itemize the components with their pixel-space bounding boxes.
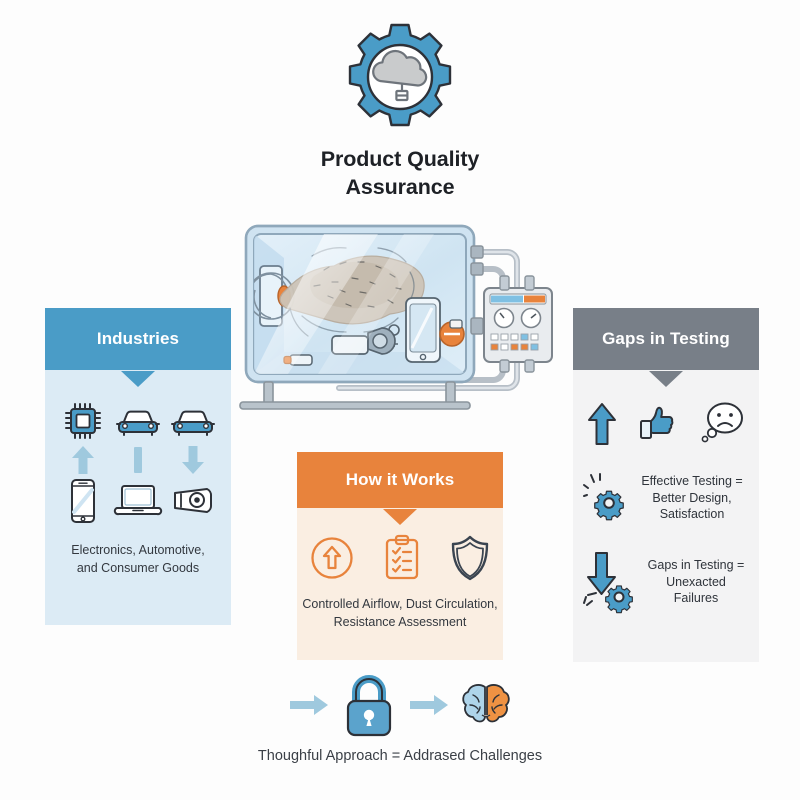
- industries-caption-line1: Electronics, Automotive,: [71, 543, 205, 557]
- panel-how-it-works-title: How it Works: [345, 470, 455, 489]
- gaps-effective-text: Effective Testing = Better Design, Satis…: [635, 473, 749, 524]
- panel-industries-title: Industries: [96, 329, 180, 348]
- panel-how-it-works[interactable]: How it Works: [297, 452, 503, 660]
- industries-caption-line2: and Consumer Goods: [76, 560, 200, 575]
- panel-industries-body: Electronics, Automotive, and Consumer Go…: [45, 370, 231, 625]
- gaps-failures-line2: Unexacted: [666, 574, 726, 589]
- footer-flow: Thoughful Approach = Addrased Challenges: [0, 672, 800, 764]
- header-block: Product Quality Assurance: [0, 22, 800, 201]
- how-it-works-caption-line2: Resistance Assessment: [333, 614, 467, 629]
- panel-notch: [121, 371, 155, 387]
- arrow-up-icon: [587, 401, 617, 447]
- brain-icon: [460, 681, 512, 729]
- panel-industries-header: Industries: [45, 308, 231, 387]
- page-title: Product Quality Assurance: [0, 146, 800, 201]
- panel-gaps-in-testing-title: Gaps in Testing: [602, 329, 730, 348]
- sad-thought-bubble-icon: [697, 401, 745, 447]
- panel-gaps-in-testing[interactable]: Gaps in Testing: [573, 308, 759, 662]
- page-title-line1: Product Quality: [320, 147, 480, 171]
- headlight-camera-icon: [171, 484, 215, 518]
- panel-how-it-works-header: How it Works: [297, 452, 503, 525]
- arrow-right-icon: [408, 692, 450, 718]
- how-it-works-caption: Controlled Airflow, Dust Circulation, Re…: [302, 596, 498, 632]
- page-title-line2: Assurance: [345, 174, 455, 199]
- footer-caption: Thoughful Approach = Addrased Challenges: [257, 748, 543, 764]
- arrow-up-icon: [70, 444, 96, 476]
- panel-notch: [649, 371, 683, 387]
- gaps-effective-line2: Better Design,: [652, 490, 732, 505]
- dust-test-chamber-illustration: [228, 212, 576, 414]
- gaps-failures-line1: Gaps in Testing =: [647, 557, 745, 572]
- gaps-row-failures: Gaps in Testing = Unexacted Failures: [573, 542, 759, 622]
- laptop-icon: [113, 482, 163, 520]
- thumbs-up-icon: [637, 404, 677, 444]
- arrow-down-icon: [180, 444, 206, 476]
- arrow-right-icon: [288, 692, 330, 718]
- gaps-effective-line1: Effective Testing =: [641, 473, 743, 488]
- industries-caption: Electronics, Automotive, and Consumer Go…: [52, 542, 224, 578]
- footer-icon-row: [0, 672, 800, 738]
- bar-divider-icon: [125, 444, 151, 476]
- panel-how-it-works-body: Controlled Airflow, Dust Circulation, Re…: [297, 508, 503, 660]
- panel-gaps-in-testing-body: Effective Testing = Better Design, Satis…: [573, 370, 759, 662]
- circle-arrow-up-icon: [309, 535, 355, 581]
- gaps-failures-line3: Failures: [673, 591, 719, 606]
- shield-icon: [449, 534, 491, 582]
- gaps-failures-text: Gaps in Testing = Unexacted Failures: [643, 557, 749, 608]
- gaps-row-effective-testing: Effective Testing = Better Design, Satis…: [573, 460, 759, 536]
- panel-notch: [383, 509, 417, 525]
- lock-icon: [340, 672, 398, 738]
- gear-cloud-icon: [340, 22, 460, 138]
- car-front-icon: [170, 404, 216, 438]
- gaps-row-positive-icons: [573, 388, 759, 460]
- panel-gaps-in-testing-header: Gaps in Testing: [573, 308, 759, 387]
- industries-icon-grid: [56, 400, 220, 524]
- panel-industries[interactable]: Industries: [45, 308, 231, 625]
- gear-sparks-icon: [583, 472, 635, 524]
- clipboard-checklist-icon: [382, 534, 422, 582]
- how-it-works-icon-row: [309, 534, 491, 582]
- smartphone-icon: [68, 478, 98, 524]
- how-it-works-caption-line1: Controlled Airflow, Dust Circulation,: [302, 597, 498, 611]
- gaps-effective-line3: Satisfaction: [659, 507, 725, 522]
- microchip-icon: [62, 400, 104, 442]
- car-front-icon: [115, 404, 161, 438]
- arrow-down-broken-gear-icon: [583, 549, 643, 615]
